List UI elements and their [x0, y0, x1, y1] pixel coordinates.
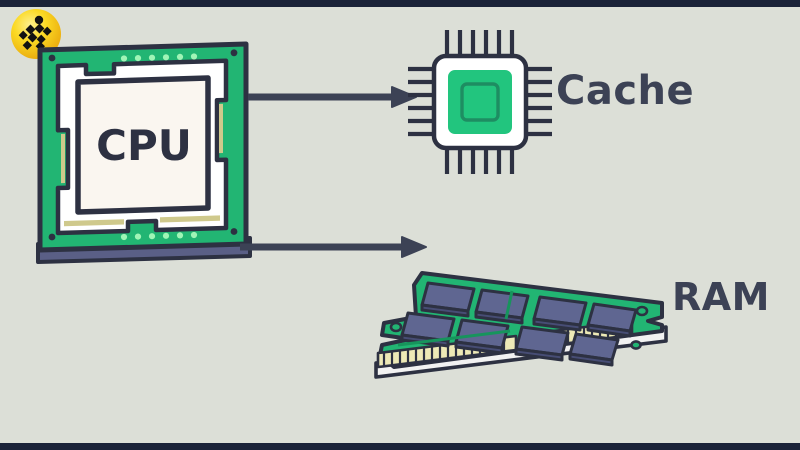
watermark-logo	[10, 8, 62, 60]
cpu-bottom-indicator-dots	[120, 231, 198, 241]
cpu-illustration: CPU	[28, 38, 256, 273]
cache-chip-illustration	[400, 22, 560, 182]
cpu-corner-marks	[48, 49, 238, 241]
ram-mounting-holes	[389, 305, 649, 350]
bottom-band	[0, 443, 800, 450]
arrow-cpu-to-ram	[240, 234, 428, 260]
ram-pcb-traces	[397, 290, 514, 347]
cpu-top-indicator-dots	[120, 53, 198, 62]
cache-chip-inner-square	[460, 82, 500, 122]
ram-label: RAM	[672, 275, 770, 319]
cpu-label: CPU	[96, 121, 192, 170]
ram-memory-chips	[400, 281, 638, 367]
cpu-die	[75, 75, 211, 215]
top-band	[0, 0, 800, 7]
cache-label: Cache	[556, 68, 695, 114]
cpu-contact-pads	[61, 103, 223, 227]
cache-chip-pins	[408, 30, 552, 174]
ram-illustration	[370, 255, 670, 395]
arrow-cpu-to-cache	[248, 84, 418, 110]
